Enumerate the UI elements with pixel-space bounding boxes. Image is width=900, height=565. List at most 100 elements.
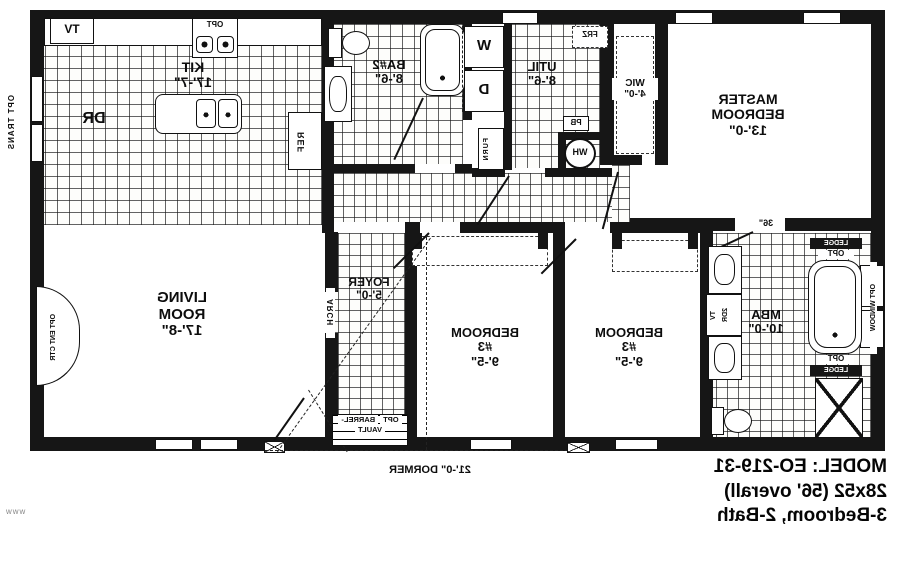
master-name1: MASTER bbox=[718, 91, 778, 107]
mba-garden-tub-inner bbox=[814, 266, 856, 348]
mba-tub-ledge-bot-opt: OPT bbox=[818, 354, 854, 364]
opt-window-label: OPT WINDOW bbox=[870, 262, 877, 354]
wic-dim: 4'-0" bbox=[624, 89, 646, 100]
mba-tub-ledge-top: LEDGE bbox=[810, 238, 862, 249]
mba-shower bbox=[815, 378, 863, 438]
kitchen-label: KIT 17'-7" bbox=[160, 59, 226, 91]
bath2-dim: 8'-6" bbox=[374, 71, 404, 87]
range-burner-right bbox=[217, 36, 234, 53]
mba-label: MBA 10'-0" bbox=[738, 307, 794, 337]
watermark: www bbox=[6, 507, 27, 516]
arch-label: ARCH bbox=[326, 288, 335, 338]
furnace-label: FURN bbox=[483, 138, 490, 162]
mba-toilet-tank bbox=[711, 407, 724, 435]
mba-tv-cabinet-label2: 2DR bbox=[722, 307, 729, 322]
range-burner-left bbox=[196, 36, 213, 53]
title-size: 28x52 (56' overall) bbox=[724, 480, 887, 502]
bedroom-mid-closet bbox=[412, 236, 548, 266]
water-heater-label: WH bbox=[572, 147, 588, 157]
mba-name: MBA bbox=[751, 307, 781, 322]
mba-tv-cabinet-label1: TV bbox=[710, 310, 717, 320]
living-dim: 17'-8" bbox=[161, 322, 203, 339]
plumb-box-label: PB bbox=[570, 118, 582, 127]
utility-label: UTIL 8'-6" bbox=[514, 59, 570, 89]
dormer-line-vertical bbox=[426, 237, 427, 450]
bath2-tub-inner bbox=[425, 29, 460, 91]
opt-transom-label: OPT TRANS bbox=[7, 95, 16, 151]
hall-tile-floor-2 bbox=[612, 165, 630, 218]
crawl-access bbox=[567, 442, 590, 453]
bath2-toilet-bowl bbox=[342, 31, 370, 55]
wic-label: WIC 4'-0" bbox=[612, 78, 658, 100]
bedroom-right-closet-jamb-l bbox=[612, 233, 622, 249]
mba-sink-upper bbox=[714, 254, 735, 285]
opt-ent-ctr-bay bbox=[36, 286, 80, 386]
master-door-width-label: 36" bbox=[751, 218, 781, 229]
dining-label: DR bbox=[82, 110, 106, 127]
title-model: MODEL: EO-219-31 bbox=[713, 456, 887, 477]
bedroom-right-num: #3 bbox=[621, 339, 637, 355]
bath2-toilet-tank bbox=[328, 28, 342, 58]
window-bedroom-right-bottom bbox=[615, 439, 658, 450]
window-dining-left-1 bbox=[31, 76, 43, 122]
laundry-bifold-door bbox=[462, 26, 463, 112]
island-sink-right bbox=[218, 99, 238, 128]
mba-sink-lower bbox=[714, 343, 735, 373]
dryer-label: D bbox=[478, 81, 490, 98]
wall-hall-bedrooms-b bbox=[405, 222, 420, 233]
living-name2: ROOM bbox=[158, 305, 206, 323]
wall-master-bottom-b bbox=[785, 218, 885, 231]
title-config: 3-Bedroom, 2-Bath bbox=[717, 505, 887, 527]
window-master-top-2 bbox=[803, 12, 841, 24]
barrel-vault-1: OPT bbox=[380, 415, 402, 426]
barrel-vault-2: BARREL- bbox=[338, 415, 379, 426]
window-dining-left-2 bbox=[31, 124, 43, 162]
island-sink-left bbox=[196, 99, 216, 128]
bath2-name: BA#2 bbox=[372, 57, 406, 72]
wic-name: WIC bbox=[625, 78, 645, 89]
barrel-vault-3: VAULT bbox=[355, 425, 385, 436]
mba-tub-ledge-top-opt: OPT bbox=[818, 249, 854, 259]
wall-utility-bottom-b bbox=[545, 168, 612, 177]
utility-name: UTIL bbox=[527, 59, 557, 74]
bath2-label: BA#2 8'-6" bbox=[356, 57, 422, 87]
wall-bath2-bottom-a bbox=[334, 164, 415, 173]
kitchen-dim: 17'-7" bbox=[174, 74, 212, 91]
dormer-line-horizontal bbox=[265, 450, 588, 451]
bath2-sink bbox=[329, 76, 347, 112]
bedroom-mid-closet-jamb-r bbox=[538, 233, 548, 249]
bedroom-mid-num: #3 bbox=[477, 339, 493, 355]
window-living-bottom-2 bbox=[200, 439, 238, 450]
master-dim: 13'-0" bbox=[729, 121, 767, 138]
title-block: MODEL: EO-219-31 28x52 (56' overall) 3-B… bbox=[615, 455, 887, 529]
window-bedroom-mid-bottom bbox=[470, 439, 512, 450]
window-master-top-1 bbox=[675, 12, 713, 24]
bedroom-mid-label: BEDROOM #3 9'-5" bbox=[438, 325, 532, 369]
opt-ent-ctr-label: OPT ENT CTR bbox=[50, 313, 57, 361]
wall-laundry-utility bbox=[504, 24, 512, 170]
bedroom-mid-name: BEDROOM bbox=[451, 325, 519, 340]
kitchen-name: KIT bbox=[181, 59, 205, 75]
bedroom-right-closet bbox=[612, 240, 698, 272]
refrigerator-label: REF bbox=[296, 131, 306, 153]
mba-dim: 10'-0" bbox=[748, 321, 784, 337]
living-room-label: LIVING ROOM 17'-8" bbox=[124, 289, 240, 340]
mba-toilet-bowl bbox=[724, 409, 752, 433]
bedroom-mid-dim: 9'-5" bbox=[470, 353, 500, 369]
bedroom-right-label: BEDROOM #3 9'-5" bbox=[582, 325, 676, 369]
barrel-vault-label: OPT BARREL- VAULT bbox=[334, 415, 406, 436]
tv-shelf-label: TV bbox=[64, 22, 80, 36]
freezer-label: FRZ bbox=[582, 30, 598, 39]
master-name2: BEDROOM bbox=[711, 106, 785, 123]
wall-hall-bedrooms-d bbox=[610, 222, 700, 233]
bedroom-right-closet-jamb-r bbox=[688, 233, 698, 249]
window-living-bottom-1 bbox=[155, 439, 193, 450]
furnace-closet bbox=[478, 128, 504, 170]
range-opt-label: OPT bbox=[206, 20, 224, 29]
utility-dim: 8'-6" bbox=[527, 73, 557, 89]
mba-tub-ledge-bottom: LEDGE bbox=[810, 365, 862, 376]
bedroom-right-name: BEDROOM bbox=[595, 325, 663, 340]
wall-bath2-bottom-b bbox=[455, 164, 472, 173]
